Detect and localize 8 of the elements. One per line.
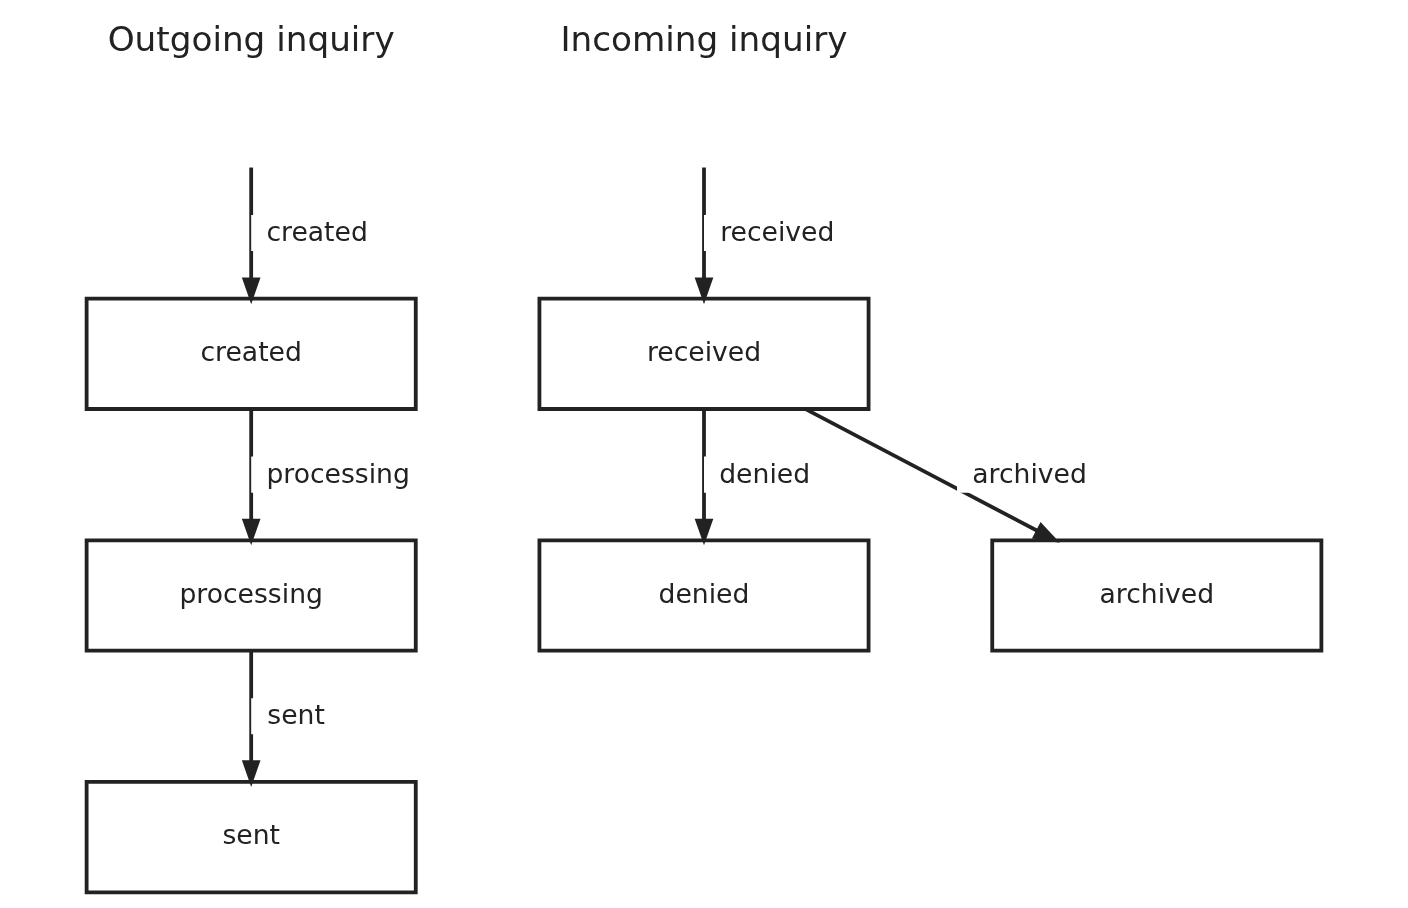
- label: Outgoing inquiry: [107, 18, 395, 59]
- label: Incoming inquiry: [560, 18, 848, 59]
- edge-label: denied: [719, 457, 811, 489]
- edge-label: processing: [266, 457, 410, 489]
- edge-label: archived: [972, 457, 1087, 489]
- edge-label: created: [266, 216, 368, 248]
- edge-label: sent: [267, 699, 325, 731]
- edge-label: received: [720, 216, 835, 248]
